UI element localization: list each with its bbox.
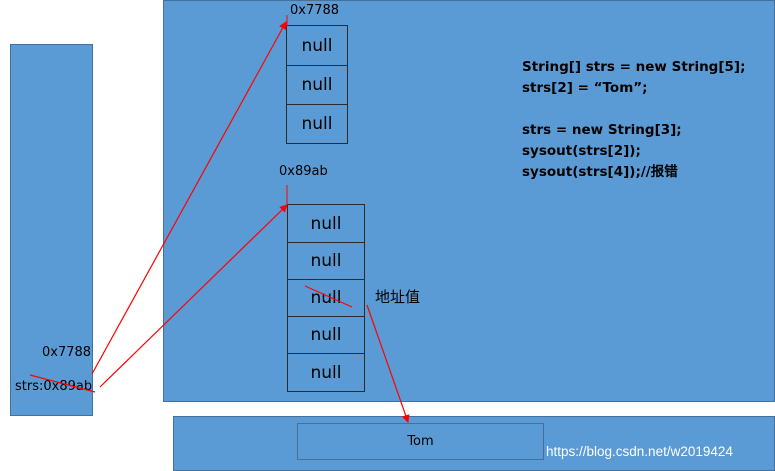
array2-address-label: 0x89ab [279, 164, 328, 179]
address-value-note: 地址值 [375, 288, 421, 306]
array2-cell-4: null [287, 353, 365, 392]
array1-address-label: 0x7788 [290, 3, 340, 18]
tom-box: Tom [297, 423, 544, 460]
code-block: String[] strs = new String[5]; strs[2] =… [522, 57, 745, 183]
array1-cell-2: null [286, 104, 348, 144]
stack-to-array1-arrow [91, 21, 287, 375]
code-line-5: sysout(strs[2]); [522, 143, 641, 159]
stack-panel [10, 44, 93, 416]
code-line-2: strs[2] = “Tom”; [522, 80, 648, 96]
cell-strikethrough-line [304, 285, 353, 308]
watermark: https://blog.csdn.net/w2019424 [546, 444, 733, 459]
stack-address-label: 0x7788 [42, 345, 92, 360]
stack-strikethrough-line [29, 374, 96, 393]
cell-to-tom-arrow [366, 304, 410, 423]
code-line-6: sysout(strs[4]);//报错 [522, 164, 678, 180]
tom-value: Tom [407, 434, 434, 449]
stack-variable-label: strs:0x89ab [15, 379, 93, 394]
code-line-1: String[] strs = new String[5]; [522, 59, 746, 75]
code-line-4: strs = new String[3]; [522, 122, 682, 138]
stack-to-array2-arrow [99, 204, 288, 388]
